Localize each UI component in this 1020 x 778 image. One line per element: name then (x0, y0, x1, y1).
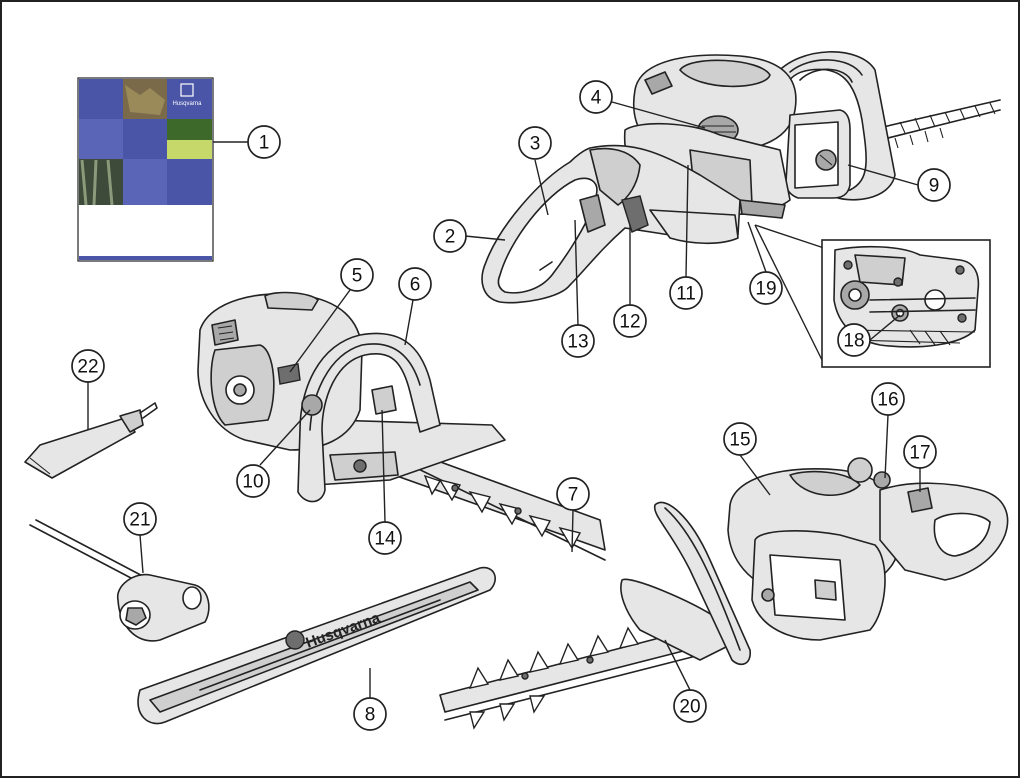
callout-4: 4 (579, 80, 613, 114)
svg-text:20: 20 (679, 697, 700, 718)
svg-text:6: 6 (410, 275, 421, 296)
callout-7: 7 (556, 477, 590, 511)
svg-text:7: 7 (568, 485, 579, 506)
combination-spanner (29, 519, 210, 642)
callout-12: 12 (613, 304, 647, 338)
callout-22: 22 (71, 349, 105, 383)
bottom-machine (439, 457, 1009, 730)
svg-text:9: 9 (929, 176, 940, 197)
svg-text:18: 18 (843, 331, 864, 352)
callout-15: 15 (723, 422, 757, 456)
callout-numbers: 1 2 3 4 5 6 7 8 9 10 11 12 13 14 15 16 1… (71, 80, 951, 731)
svg-text:21: 21 (129, 510, 150, 531)
callout-14: 14 (368, 521, 402, 555)
svg-text:10: 10 (242, 472, 263, 493)
svg-text:4: 4 (591, 88, 602, 109)
top-machine (481, 51, 1001, 304)
operators-manual: Husqvarna (77, 77, 214, 262)
callout-13: 13 (561, 324, 595, 358)
svg-text:5: 5 (352, 266, 363, 287)
callout-21: 21 (123, 502, 157, 536)
callout-18: 18 (837, 323, 871, 357)
callout-9: 9 (917, 168, 951, 202)
callout-19: 19 (749, 271, 783, 305)
svg-text:19: 19 (755, 279, 776, 300)
leader-lines (87, 101, 921, 698)
svg-text:3: 3 (530, 134, 541, 155)
callout-17: 17 (903, 435, 937, 469)
svg-text:13: 13 (567, 332, 588, 353)
detail-inset (754, 224, 991, 368)
callout-20: 20 (673, 689, 707, 723)
svg-text:14: 14 (374, 529, 396, 550)
svg-text:17: 17 (909, 443, 930, 464)
svg-text:2: 2 (445, 227, 456, 248)
svg-text:15: 15 (729, 430, 750, 451)
manual-logo-icon (180, 83, 194, 97)
callout-1: 1 (247, 125, 281, 159)
svg-text:1: 1 (259, 133, 270, 154)
middle-machine (197, 291, 606, 561)
manual-logo-text: Husqvarna (172, 101, 202, 107)
callout-16: 16 (871, 382, 905, 416)
callout-2: 2 (433, 219, 467, 253)
svg-text:16: 16 (877, 390, 898, 411)
svg-text:12: 12 (619, 312, 640, 333)
callout-3: 3 (518, 126, 552, 160)
callout-6: 6 (398, 267, 432, 301)
svg-text:8: 8 (365, 705, 376, 726)
callout-10: 10 (236, 464, 270, 498)
svg-text:11: 11 (676, 284, 696, 305)
svg-text:22: 22 (77, 357, 98, 378)
grease-tube (24, 402, 158, 479)
callout-5: 5 (340, 258, 374, 292)
husqvarna-logo-icon (285, 630, 305, 650)
callout-11: 11 (669, 276, 703, 310)
callout-8: 8 (353, 697, 387, 731)
